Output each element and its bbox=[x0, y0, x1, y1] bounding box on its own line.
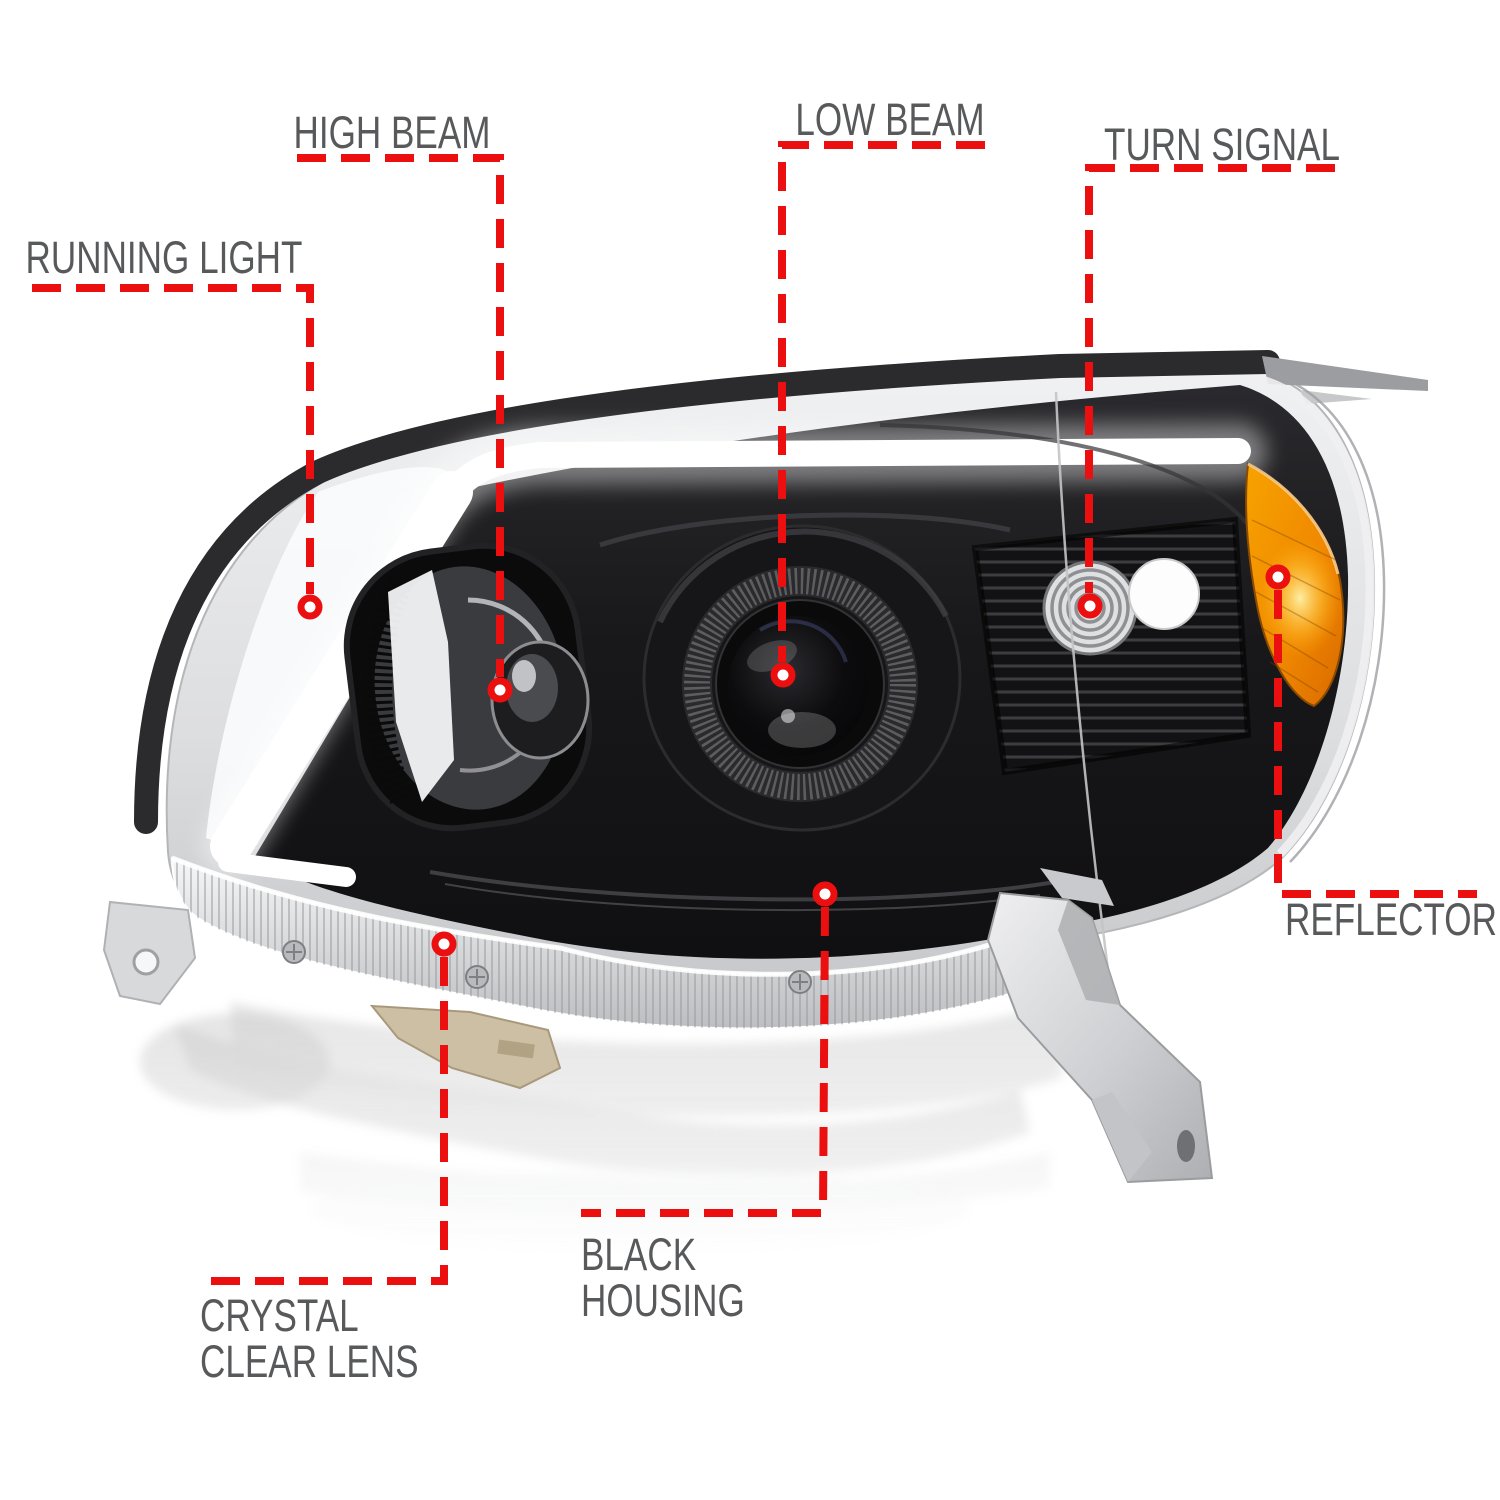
callouts bbox=[32, 141, 1477, 1285]
callout-line-running-light bbox=[32, 284, 314, 594]
label-reflector: REFLECTOR bbox=[1285, 894, 1497, 945]
label-low-beam: LOW BEAM bbox=[795, 94, 985, 145]
callout-dot-reflector bbox=[1265, 564, 1291, 590]
tan-clip bbox=[369, 1004, 562, 1090]
bulb-socket-hole bbox=[1128, 558, 1200, 630]
label-crystal-clear-lens-line1: CRYSTAL bbox=[200, 1290, 359, 1341]
label-black-housing-line2: HOUSING bbox=[581, 1275, 745, 1326]
label-crystal-clear-lens: CRYSTAL CLEAR LENS bbox=[200, 1293, 418, 1385]
lens-screw bbox=[465, 965, 489, 989]
lens-screw bbox=[282, 940, 306, 964]
callout-dot-running-light bbox=[297, 594, 323, 620]
callout-line-high-beam bbox=[297, 154, 504, 677]
tan-clip-slot bbox=[497, 1039, 535, 1059]
lens-screw bbox=[788, 970, 812, 994]
callout-dot-high-beam bbox=[487, 677, 513, 703]
label-black-housing: BLACK HOUSING bbox=[581, 1232, 745, 1324]
label-crystal-clear-lens-line2: CLEAR LENS bbox=[200, 1336, 419, 1387]
label-turn-signal: TURN SIGNAL bbox=[1104, 119, 1340, 170]
high-beam-unit bbox=[343, 542, 593, 832]
trim-end-sliver bbox=[1262, 356, 1428, 391]
rubber-trim bbox=[134, 350, 1280, 834]
callout-line-turn-signal bbox=[1085, 164, 1335, 593]
mounting-bracket-right bbox=[986, 868, 1214, 1184]
low-beam-projector bbox=[642, 524, 962, 832]
label-black-housing-line1: BLACK bbox=[581, 1229, 697, 1280]
mounting-tab-left bbox=[102, 900, 197, 1006]
callout-line-low-beam bbox=[778, 141, 985, 662]
callout-dot-crystal-clear-lens bbox=[431, 931, 457, 957]
lens-bottom-strip bbox=[170, 855, 1064, 1030]
callout-line-crystal-clear-lens bbox=[200, 957, 448, 1285]
callout-dot-low-beam bbox=[770, 662, 796, 688]
callout-line-black-housing bbox=[581, 906, 829, 1217]
label-running-light: RUNNING LIGHT bbox=[25, 232, 303, 283]
chrome-rim-right bbox=[1260, 375, 1375, 858]
callout-line-reflector bbox=[1274, 590, 1477, 898]
label-high-beam: HIGH BEAM bbox=[293, 107, 491, 158]
callout-dot-black-housing bbox=[812, 881, 838, 907]
callout-dot-turn-signal bbox=[1077, 593, 1103, 619]
drl-light-bar bbox=[202, 423, 1267, 887]
